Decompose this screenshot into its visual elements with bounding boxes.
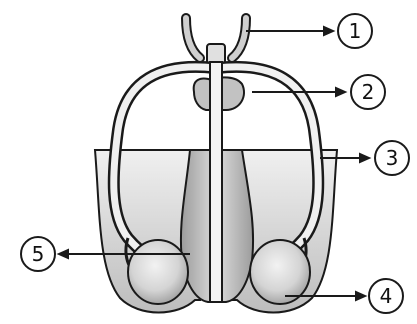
urethra [210,62,222,302]
callout-label-3: 3 [386,146,399,170]
arrowhead-1 [324,27,333,35]
callout-label-5: 5 [32,242,45,266]
callout-1: 1 [338,14,372,48]
arrowhead-4 [356,292,365,300]
callout-label-4: 4 [380,284,393,308]
arrowhead-5 [59,250,68,258]
callout-label-2: 2 [362,80,375,104]
arrowhead-3 [360,154,369,162]
callout-5: 5 [21,237,55,271]
callout-4: 4 [369,279,403,313]
callout-3: 3 [375,141,409,175]
left-testis [128,240,188,304]
callout-2: 2 [351,75,385,109]
callout-label-1: 1 [349,19,362,43]
arrowhead-2 [336,88,345,96]
right-testis [250,240,310,304]
